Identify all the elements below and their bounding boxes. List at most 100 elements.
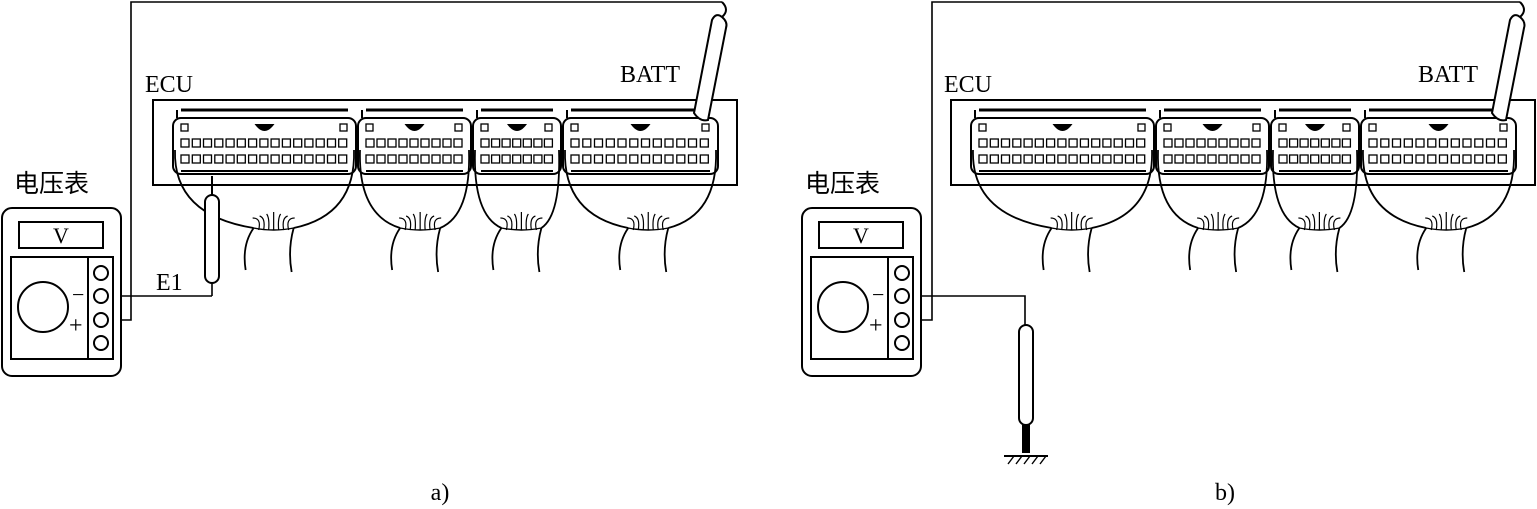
connector-pin — [1185, 154, 1195, 164]
connector-pin — [1196, 138, 1206, 148]
connector-pin — [501, 138, 511, 148]
connector-block — [357, 108, 472, 273]
connector-block — [562, 108, 719, 273]
ecu-connectors — [970, 108, 1517, 273]
connector-pin — [1091, 138, 1101, 148]
connector-pin — [1391, 154, 1402, 164]
connector-pin — [1485, 138, 1496, 148]
connector-pin — [1218, 154, 1228, 164]
connector-pin — [1079, 154, 1090, 164]
connector-pin — [676, 154, 686, 164]
connector-pin — [989, 138, 999, 148]
batt-wire — [916, 1, 1520, 321]
e1-label: E1 — [156, 270, 183, 296]
connector-pin — [202, 154, 213, 164]
connector-pin — [1012, 154, 1022, 164]
connector-pin — [202, 138, 213, 148]
connector-pin — [1380, 154, 1390, 164]
connector-pin — [1240, 154, 1250, 164]
connector-pin — [338, 138, 348, 148]
connector-block — [1155, 108, 1270, 273]
connector-pin — [259, 138, 269, 148]
meter-display-text: V — [53, 223, 69, 248]
connector-pin — [1102, 154, 1112, 164]
connector-pin — [420, 138, 430, 148]
meter-terminal-plus — [894, 312, 910, 328]
connector-pin — [409, 138, 419, 148]
connector-pin — [652, 138, 662, 148]
connector-pin — [978, 138, 988, 148]
meter-display-text: V — [853, 223, 869, 248]
connector-pin — [1331, 138, 1341, 148]
meter-dial — [817, 281, 869, 333]
connector-pin — [1207, 138, 1217, 148]
connector-pin — [1299, 154, 1309, 164]
connector-pin — [1310, 154, 1320, 164]
minus-sign: − — [872, 282, 884, 307]
connector-pin — [1079, 138, 1090, 148]
connector-pin — [1163, 154, 1173, 164]
connector-pin — [365, 154, 375, 164]
connector-pin — [1196, 154, 1206, 164]
meter-display — [818, 221, 904, 249]
connector-block — [970, 108, 1155, 273]
connector-pin — [1251, 138, 1261, 148]
ecu-connectors — [172, 108, 719, 273]
connector-pin — [1299, 138, 1309, 148]
connector-pin — [180, 154, 190, 164]
connector-pin — [640, 138, 651, 148]
connector-pin — [582, 154, 592, 164]
connector-pin — [1380, 138, 1390, 148]
connector-pin — [398, 154, 408, 164]
connector-pin — [1218, 138, 1228, 148]
connector-pin — [191, 138, 201, 148]
connector-pin — [442, 154, 452, 164]
meter-display — [18, 221, 104, 249]
connector-block — [1270, 108, 1360, 273]
connector-pin — [442, 138, 452, 148]
connector-pin — [1310, 138, 1320, 148]
batt-probe — [692, 1, 728, 122]
meter-terminal-minus — [93, 288, 109, 304]
connector-pin — [1320, 154, 1330, 164]
connector-pin — [365, 138, 375, 148]
connector-pin — [270, 138, 280, 148]
connector-pin — [1474, 138, 1484, 148]
connector-pin — [1207, 154, 1217, 164]
batt-label: BATT — [1418, 62, 1478, 88]
panel-a: ECU BATT E1 电压表 V — [1, 1, 738, 506]
connector-pin — [1415, 138, 1425, 148]
ecu-label: ECU — [944, 72, 992, 98]
connector-pin — [1450, 154, 1460, 164]
ground-symbol-icon — [1004, 455, 1048, 465]
batt-label: BATT — [620, 62, 680, 88]
connector-pin — [664, 154, 674, 164]
connector-pin — [398, 138, 408, 148]
connector-pin — [453, 154, 463, 164]
connector-pin — [1045, 154, 1056, 164]
connector-pin — [1057, 138, 1067, 148]
connector-pin — [376, 138, 386, 148]
connector-pin — [512, 138, 522, 148]
meter-terminal-1 — [93, 265, 109, 281]
connector-pin — [480, 154, 490, 164]
connector-pin — [1251, 154, 1261, 164]
connector-pin — [1023, 154, 1033, 164]
batt-probe — [1490, 1, 1526, 122]
connector-pin — [387, 154, 397, 164]
connector-pin — [1124, 154, 1135, 164]
connector-pin — [1185, 138, 1195, 148]
connector-pin — [1012, 138, 1022, 148]
connector-pin — [687, 138, 698, 148]
connector-block — [472, 108, 562, 273]
connector-pin — [617, 138, 627, 148]
connector-pin — [699, 154, 709, 164]
connector-pin — [180, 138, 190, 148]
connector-pin — [259, 154, 269, 164]
connector-pin — [617, 154, 627, 164]
connector-pin — [214, 138, 224, 148]
connector-pin — [522, 154, 532, 164]
connector-pin — [1427, 154, 1437, 164]
connector-pin — [582, 138, 592, 148]
connector-pin — [1113, 154, 1123, 164]
